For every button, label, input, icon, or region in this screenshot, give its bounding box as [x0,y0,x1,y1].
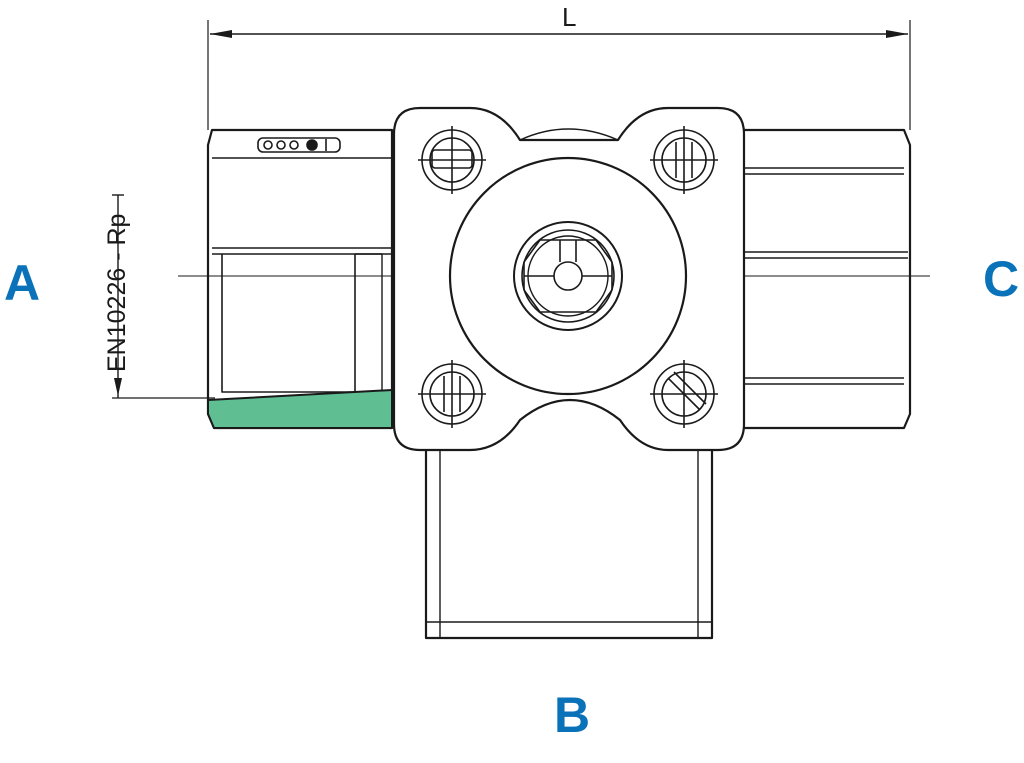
bolt-bottom-left [418,360,486,428]
bolt-top-left [418,126,486,194]
port-b-body [424,440,714,640]
engraved-marking [257,137,341,153]
port-b-label: B [554,687,591,743]
bolt-bottom-right [650,360,718,428]
dimension-length-label: L [562,2,577,32]
flange-plate [392,106,746,452]
port-a-body [206,128,394,430]
length-dimension [207,20,911,130]
stem-slot [523,239,613,313]
port-c-label: C [983,251,1020,307]
port-c-body [740,128,912,430]
port-a-label: A [4,255,41,311]
thread-dimension [112,194,215,399]
thread-standard-label: EN10226 - Rp [103,213,131,372]
thread-highlight [207,389,393,429]
bolt-top-right [650,126,718,194]
